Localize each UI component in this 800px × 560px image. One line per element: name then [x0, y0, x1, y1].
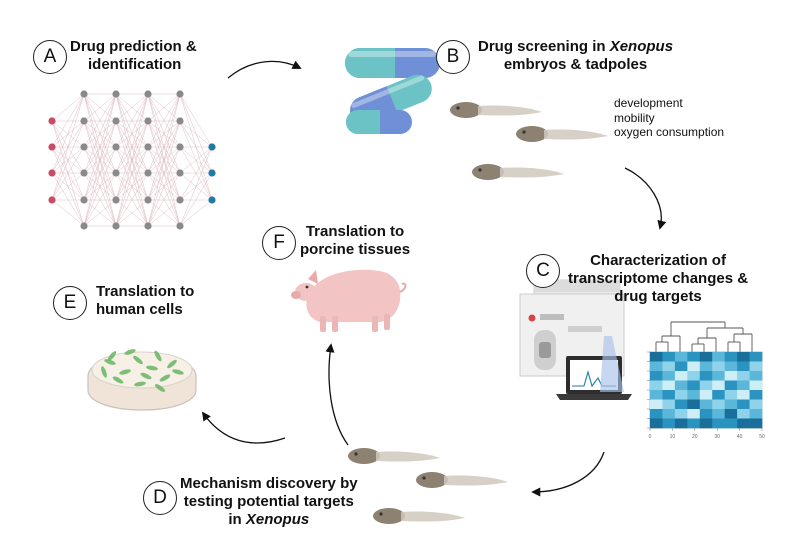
step-d-line-1: Mechanism discovery by — [180, 475, 358, 492]
pig-icon — [291, 269, 407, 332]
step-a-line-2: identification — [88, 56, 182, 73]
step-b-line-2: embryos & tadpoles — [503, 56, 648, 73]
arrow-d-to-f — [325, 343, 349, 446]
step-c-line-2: transcriptome changes & — [568, 270, 749, 287]
tadpole-icon — [373, 508, 465, 524]
heatmap-x-axis: 0 10 20 30 40 50 — [649, 428, 765, 440]
step-d-circle: D — [143, 481, 177, 515]
cell-cluster — [101, 349, 184, 392]
heatmap-tick-label: 10 — [670, 434, 676, 440]
step-e-label: Translation to human cells — [96, 283, 194, 319]
heatmap-tick-label: 50 — [759, 434, 765, 440]
capsule-icon — [345, 48, 440, 134]
tadpole-icon — [416, 472, 508, 488]
step-d-label: Mechanism discovery by testing potential… — [180, 475, 358, 529]
step-e-line-1: Translation to — [96, 283, 195, 300]
heatmap-tick-label: 20 — [692, 434, 698, 440]
step-b-line-1: Drug screening in Xenopus — [478, 38, 673, 56]
petri-dish-icon — [87, 349, 197, 411]
screening-metrics-list: development mobility oxygen consumption — [614, 96, 724, 140]
neural-network-icon — [48, 90, 216, 230]
step-a-circle: A — [33, 40, 67, 74]
step-d-line-3-text: in — [228, 511, 246, 528]
step-a-label: Drug prediction & identification — [70, 38, 197, 74]
step-c-line-1: Characterization of — [590, 252, 726, 269]
tadpole-icon — [450, 102, 542, 118]
step-e-circle: E — [53, 286, 87, 320]
step-b-line-1-species: Xenopus — [609, 38, 674, 55]
step-d-line-3: in Xenopus — [180, 511, 358, 529]
step-f-line-1: Translation to — [305, 223, 405, 240]
tadpole-icon — [348, 448, 440, 464]
step-f-line-2: porcine tissues — [300, 241, 411, 258]
heatmap-tick-label: 0 — [649, 434, 652, 440]
step-a-line-1: Drug prediction & — [70, 38, 197, 55]
step-d-line-2: testing potential targets — [183, 493, 354, 510]
heatmap-tick-label: 30 — [714, 434, 720, 440]
step-d-line-3-species: Xenopus — [245, 511, 310, 528]
dendrogram — [655, 321, 753, 352]
arrow-b-to-c — [624, 167, 667, 230]
arrow-c-to-d — [531, 451, 605, 497]
step-b-label: Drug screening in Xenopus embryos & tadp… — [478, 38, 673, 74]
step-c-line-3: drug targets — [614, 288, 702, 305]
metric-development: development — [614, 96, 683, 110]
metric-oxygen-consumption: oxygen consumption — [614, 125, 725, 139]
step-b-line-1-text: Drug screening in — [478, 38, 610, 55]
step-f-circle: F — [262, 226, 296, 260]
heatmap-cells — [647, 351, 763, 429]
heatmap-tick-label: 40 — [737, 434, 743, 440]
laptop-icon — [556, 336, 632, 400]
step-f-label: Translation to porcine tissues — [300, 223, 410, 259]
step-b-circle: B — [436, 40, 470, 74]
step-c-circle: C — [526, 254, 560, 288]
tadpole-icon — [472, 164, 564, 180]
step-c-label: Characterization of transcriptome change… — [568, 252, 748, 306]
metric-mobility: mobility — [614, 110, 655, 125]
arrow-a-to-b — [227, 60, 302, 79]
arrow-d-to-e — [201, 411, 286, 444]
tadpole-icon — [516, 126, 608, 142]
heatmap-icon: 0 10 20 30 40 50 — [647, 321, 765, 440]
step-e-line-2: human cells — [96, 301, 183, 318]
